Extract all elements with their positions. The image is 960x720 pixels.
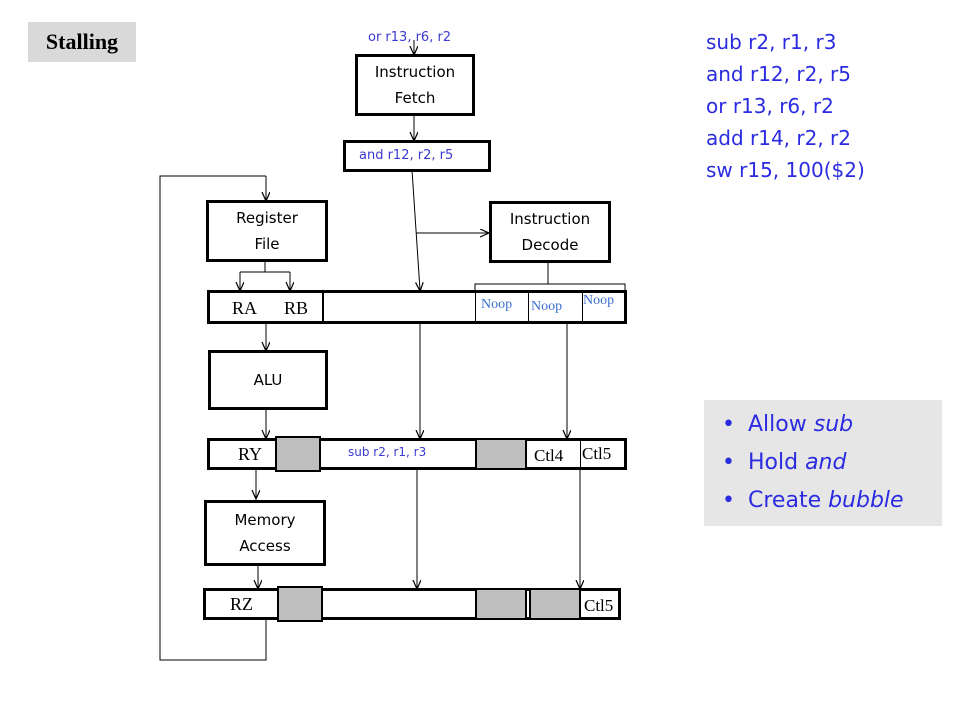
register-file-box: Register File bbox=[206, 200, 328, 262]
notes-panel: •Allow sub •Hold and •Create bubble bbox=[704, 400, 942, 526]
bullet-icon: • bbox=[722, 450, 735, 475]
noop-label-2: Noop bbox=[531, 299, 563, 314]
note-item: •Create bubble bbox=[704, 482, 942, 520]
rb-label: RB bbox=[284, 298, 309, 318]
code-line: or r13, r6, r2 bbox=[706, 94, 834, 118]
noop-divider-2 bbox=[528, 292, 529, 322]
ry-gray-cell-1 bbox=[275, 436, 321, 472]
bullet-icon: • bbox=[722, 488, 735, 513]
instruction-fetch-box: Instruction Fetch bbox=[355, 54, 475, 116]
rz-ctl5-label: Ctl5 bbox=[584, 596, 614, 615]
code-line: sw r15, 100($2) bbox=[706, 158, 865, 182]
memory-access-box: Memory Access bbox=[204, 500, 326, 566]
bullet-icon: • bbox=[722, 412, 735, 437]
code-line: and r12, r2, r5 bbox=[706, 62, 851, 86]
noop-divider-1 bbox=[475, 292, 476, 322]
code-listing: sub r2, r1, r3 and r12, r2, r5 or r13, r… bbox=[706, 26, 865, 186]
instruction-decode-box: Instruction Decode bbox=[489, 201, 611, 263]
ry-ctl5-label: Ctl5 bbox=[582, 444, 612, 463]
alu-box: ALU bbox=[208, 350, 328, 410]
ctl4-label: Ctl4 bbox=[534, 446, 564, 465]
noop-label-1: Noop bbox=[481, 297, 513, 312]
ra-label: RA bbox=[232, 298, 258, 318]
rz-label: RZ bbox=[230, 594, 254, 614]
note-item: •Allow sub bbox=[704, 406, 942, 444]
code-line: sub r2, r1, r3 bbox=[706, 30, 837, 54]
ra-rb-divider bbox=[322, 292, 324, 322]
ra-rb-register bbox=[207, 290, 627, 324]
noop-label-3: Noop bbox=[583, 293, 615, 308]
slide-title: Stalling bbox=[28, 22, 136, 62]
ry-label: RY bbox=[238, 444, 263, 464]
code-line: add r14, r2, r2 bbox=[706, 126, 851, 150]
ry-gray-cell-2 bbox=[475, 438, 527, 470]
noop-divider-3 bbox=[582, 292, 583, 322]
fetch-input-label: or r13, r6, r2 bbox=[368, 30, 452, 45]
rz-gray-cell-1 bbox=[277, 586, 323, 622]
rz-gray-cell-3 bbox=[529, 588, 581, 620]
note-item: •Hold and bbox=[704, 444, 942, 482]
rz-gray-cell-2 bbox=[475, 588, 527, 620]
fetch-decode-register-label: and r12, r2, r5 bbox=[359, 148, 454, 163]
fetch-decode-register bbox=[343, 140, 491, 172]
ry-ctl-divider bbox=[580, 440, 581, 468]
ry-instruction-label: sub r2, r1, r3 bbox=[348, 445, 427, 459]
